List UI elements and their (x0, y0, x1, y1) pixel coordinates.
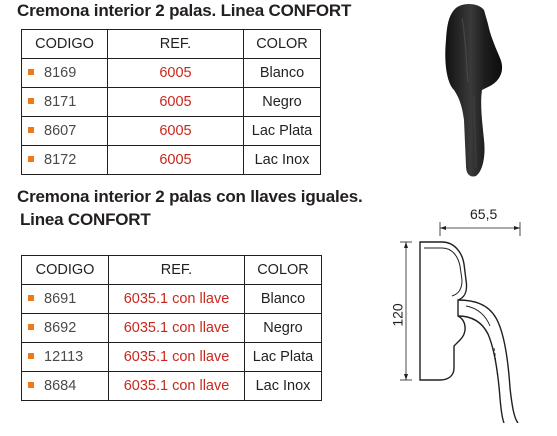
ref-value: 6035.1 con llave (108, 313, 245, 343)
color-value: Lac Plata (243, 116, 321, 146)
code-value: 12113 (44, 349, 84, 365)
table-row: 8692 6035.1 con llave Negro (21, 313, 322, 343)
width-dimension-label: 65,5 (470, 206, 498, 222)
table-row: 8171 6005 Negro (21, 87, 321, 117)
header-codigo: CODIGO (21, 29, 108, 59)
height-dimension-label: 120 (389, 303, 406, 327)
ref-value: 6005 (107, 87, 244, 117)
ref-value: 6035.1 con llave (108, 284, 245, 314)
ref-value: 6005 (107, 145, 244, 175)
bullet-icon (28, 156, 34, 163)
header-color: COLOR (244, 255, 322, 285)
ref-value: 6035.1 con llave (108, 371, 245, 401)
section2-title: Cremona interior 2 palas con llaves igua… (17, 187, 363, 206)
header-ref: REF. (107, 29, 244, 59)
product-table-confort: CODIGO REF. COLOR 8169 6005 Blanco 8171 … (21, 29, 321, 175)
code-value: 8691 (44, 291, 77, 307)
table-row: 8169 6005 Blanco (21, 58, 321, 88)
color-value: Negro (243, 87, 321, 117)
header-color: COLOR (243, 29, 321, 59)
bullet-icon (28, 324, 34, 331)
code-value: 8172 (44, 152, 77, 168)
table-row: 8607 6005 Lac Plata (21, 116, 321, 146)
bullet-icon (28, 69, 34, 76)
color-value: Lac Inox (243, 145, 321, 175)
color-value: Lac Plata (244, 342, 322, 372)
table-row: 12113 6035.1 con llave Lac Plata (21, 342, 322, 372)
table-row: 8684 6035.1 con llave Lac Inox (21, 371, 322, 401)
table-header: CODIGO REF. COLOR (21, 255, 322, 285)
table-row: 8172 6005 Lac Inox (21, 145, 321, 175)
code-value: 8692 (44, 320, 77, 336)
color-value: Lac Inox (244, 371, 322, 401)
header-ref: REF. (108, 255, 245, 285)
bullet-icon (28, 382, 34, 389)
color-value: Blanco (243, 58, 321, 88)
color-value: Blanco (244, 284, 322, 314)
code-value: 8169 (44, 65, 77, 81)
section1-title: Cremona interior 2 palas. Linea CONFORT (17, 1, 352, 20)
code-value: 8171 (44, 94, 77, 110)
ref-value: 6005 (107, 58, 244, 88)
bullet-icon (28, 353, 34, 360)
ref-value: 6005 (107, 116, 244, 146)
technical-drawing (400, 222, 521, 423)
ref-value: 6035.1 con llave (108, 342, 245, 372)
header-codigo: CODIGO (21, 255, 109, 285)
handle-photo (445, 4, 503, 177)
color-value: Negro (244, 313, 322, 343)
code-value: 8684 (44, 378, 77, 394)
bullet-icon (28, 295, 34, 302)
bullet-icon (28, 127, 34, 134)
code-value: 8607 (44, 123, 77, 139)
product-table-llaves: CODIGO REF. COLOR 8691 6035.1 con llave … (21, 255, 322, 401)
bullet-icon (28, 98, 34, 105)
table-header: CODIGO REF. COLOR (21, 29, 321, 59)
section2-subtitle: Linea CONFORT (20, 210, 151, 229)
table-row: 8691 6035.1 con llave Blanco (21, 284, 322, 314)
